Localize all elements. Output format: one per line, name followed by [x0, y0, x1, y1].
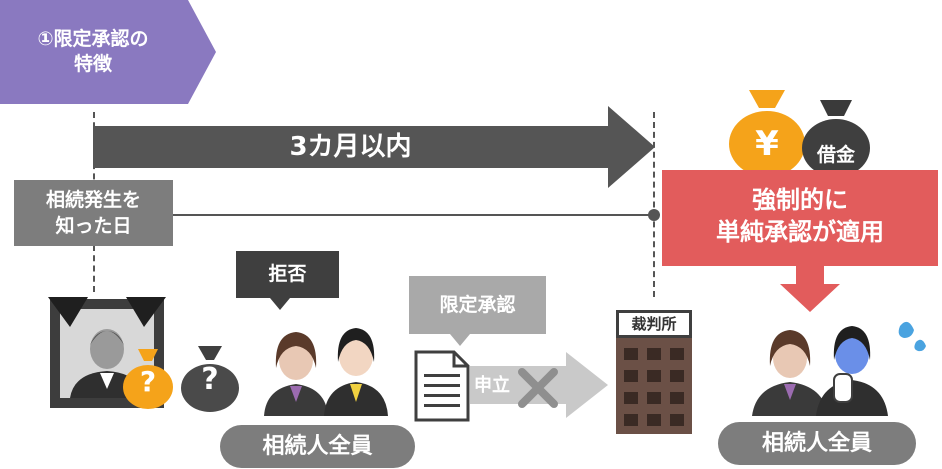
- question-mark-gray: ?: [201, 362, 219, 397]
- court-sign: 裁判所: [616, 310, 692, 338]
- limited-approval-tail: [450, 334, 470, 346]
- court-building-icon: [616, 338, 692, 434]
- start-date-line1: 相続発生を: [45, 189, 141, 211]
- heirs-left-people-icon: [264, 328, 388, 416]
- timeline-line: [172, 214, 655, 216]
- forced-approval-arrow: [780, 266, 840, 312]
- application-label: 申立: [474, 375, 510, 396]
- yen-symbol: ¥: [755, 124, 779, 164]
- limited-approval-label: 限定承認: [409, 276, 546, 334]
- question-mark-orange: ?: [139, 365, 157, 398]
- section-badge-line2: 特徴: [73, 53, 112, 75]
- heirs-left-label: 相続人全員: [220, 425, 415, 468]
- reject-label-tail: [270, 298, 290, 310]
- timeline-dot: [648, 209, 660, 221]
- money-bag-orange-icon: [123, 349, 173, 409]
- section-badge: ①限定承認の 特徴: [0, 0, 216, 104]
- reject-label-text: 拒否: [268, 263, 307, 285]
- period-arrow: [93, 106, 655, 188]
- heirs-right-label: 相続人全員: [718, 422, 916, 465]
- yen-money-bag-icon: [729, 90, 805, 177]
- section-badge-line1: ①限定承認の: [37, 28, 149, 50]
- start-date-label: 相続発生を 知った日: [14, 180, 173, 246]
- limited-approval-text: 限定承認: [439, 294, 516, 316]
- heirs-right-people-icon: [752, 321, 926, 416]
- forced-approval-line2: 単純承認が適用: [716, 218, 884, 246]
- reject-label: 拒否: [236, 251, 339, 298]
- deadline-dashed-line: [653, 112, 655, 297]
- cross-mark-icon: [518, 368, 558, 408]
- debt-label: 借金: [816, 144, 855, 166]
- document-icon: [414, 350, 470, 422]
- forced-approval-line1: 強制的に: [752, 186, 848, 214]
- forced-approval-box: 強制的に 単純承認が適用: [662, 170, 938, 266]
- court-sign-text: 裁判所: [631, 315, 677, 333]
- period-arrow-label: 3カ月以内: [289, 132, 412, 162]
- start-date-line2: 知った日: [55, 215, 132, 237]
- debt-money-bag-icon: [802, 100, 870, 177]
- money-bag-gray-icon: [181, 346, 239, 412]
